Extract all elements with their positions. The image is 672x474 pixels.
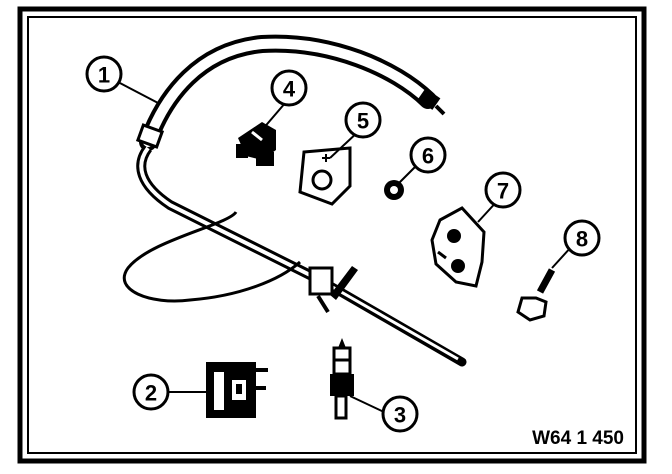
part-5-plate [298,146,352,206]
leader-4 [261,101,287,131]
callout-4: 4 [270,69,308,107]
callout-label: 4 [283,77,296,102]
callout-1: 1 [85,55,123,93]
callout-3: 3 [381,395,419,433]
callout-5: 5 [344,101,382,139]
callout-label: 5 [357,109,369,134]
part-4-clip [236,122,276,166]
part-1-tube-assembly [122,34,467,367]
part-2-connector [206,362,268,418]
inner-frame [27,16,637,454]
callout-label: 1 [98,63,110,88]
callout-label: 3 [394,403,406,428]
callout-label: 7 [497,179,509,204]
part-7-bracket [430,206,486,288]
part-3-probe [330,338,354,420]
part-8-bolt [516,268,556,322]
part-6-nut [384,180,404,200]
callout-label: 8 [576,227,588,252]
callout-8: 8 [563,219,601,257]
callout-6: 6 [409,136,447,174]
callout-7: 7 [484,171,522,209]
leader-3 [349,395,385,413]
callout-label: 2 [145,381,157,406]
reference-code: W64 1 450 [532,428,624,449]
callout-2: 2 [132,373,170,411]
leader-1 [117,81,161,105]
callout-label: 6 [422,144,434,169]
outer-frame [17,6,647,464]
